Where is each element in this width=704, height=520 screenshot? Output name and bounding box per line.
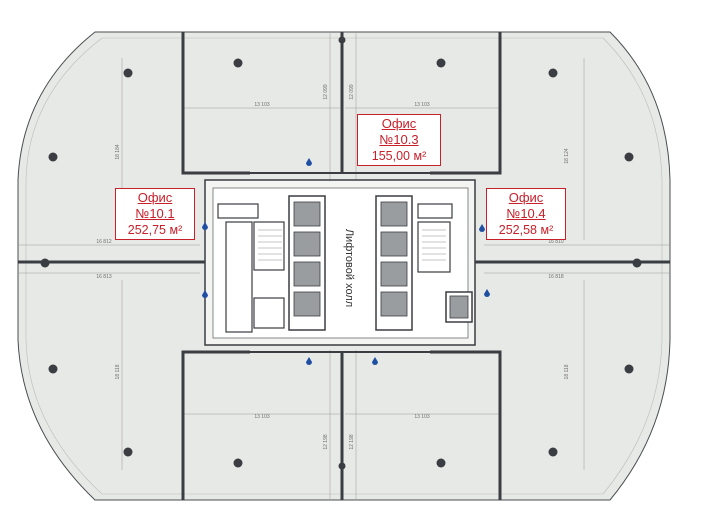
office-10-3-area: 155,00 м² bbox=[371, 149, 427, 163]
dim-top-center-right: 12 099 bbox=[349, 84, 355, 100]
dim-right-depth-top: 16 810 bbox=[548, 239, 564, 245]
office-10-4-area: 252,58 м² bbox=[498, 223, 554, 237]
office-10-4-title: Офис №10.4 bbox=[506, 190, 546, 221]
dim-right-side-bottom: 18 118 bbox=[564, 364, 570, 379]
dim-bottom-left: 13 103 bbox=[254, 414, 270, 420]
office-10-1-title: Офис №10.1 bbox=[135, 190, 175, 221]
dim-top-right: 13 103 bbox=[414, 102, 430, 108]
dim-bottom-center-right: 12 198 bbox=[349, 434, 355, 450]
office-10-3-label[interactable]: Офис №10.3 155,00 м² bbox=[357, 114, 441, 166]
elevator-group-left bbox=[288, 195, 326, 331]
office-10-1-label[interactable]: Офис №10.1 252,75 м² bbox=[115, 188, 195, 240]
dim-right-depth-bottom: 16 818 bbox=[548, 274, 564, 280]
dim-top-left: 13 103 bbox=[254, 102, 270, 108]
dim-left-depth-top: 16 812 bbox=[96, 239, 112, 245]
dim-bottom-right: 13 103 bbox=[414, 414, 430, 420]
service-elevator bbox=[445, 291, 473, 323]
office-10-1-area: 252,75 м² bbox=[127, 223, 183, 237]
office-10-4-label[interactable]: Офис №10.4 252,58 м² bbox=[486, 188, 566, 240]
dim-bottom-center-left: 12 198 bbox=[323, 434, 329, 450]
dim-right-side-top: 18 124 bbox=[564, 148, 570, 164]
elevator-group-right bbox=[375, 195, 413, 331]
dim-left-side-top: 18 184 bbox=[115, 144, 121, 160]
office-10-3-title: Офис №10.3 bbox=[379, 116, 419, 147]
dim-top-center-left: 12 099 bbox=[323, 84, 329, 100]
structural-columns bbox=[40, 36, 642, 470]
dim-left-depth-bottom: 16 813 bbox=[96, 274, 112, 280]
dim-left-side-bottom: 18 118 bbox=[115, 364, 121, 379]
elevator-hall-label: Лифтовой холл bbox=[343, 229, 355, 307]
